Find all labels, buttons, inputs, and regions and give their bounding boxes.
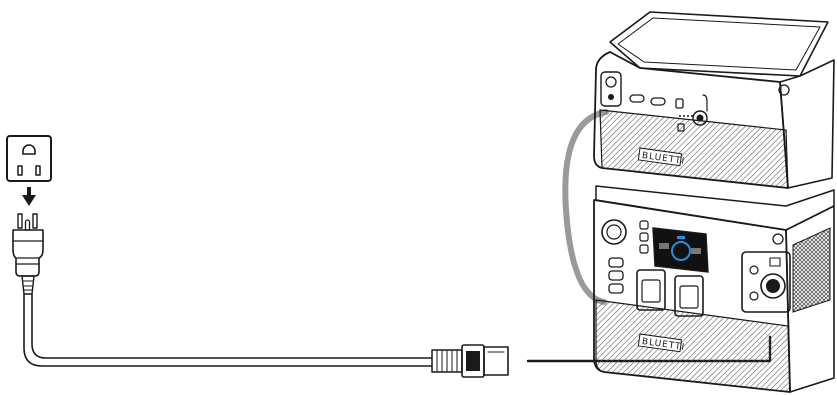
arrow-down-icon [22,187,36,206]
module-link-cable [562,109,609,305]
us-wall-outlet-icon [6,135,52,182]
ac-inlet-connector-icon [431,344,509,378]
lower-power-station-module: BLUETTI [593,185,835,393]
ac-outlet-left [636,269,666,311]
ac-input-port [741,251,791,313]
lcd-display [652,227,709,273]
us-ac-plug-icon [12,213,44,295]
ac-power-cable [23,293,433,367]
ac-outlet-right [674,275,704,317]
upper-battery-module: BLUETTI [593,11,835,189]
